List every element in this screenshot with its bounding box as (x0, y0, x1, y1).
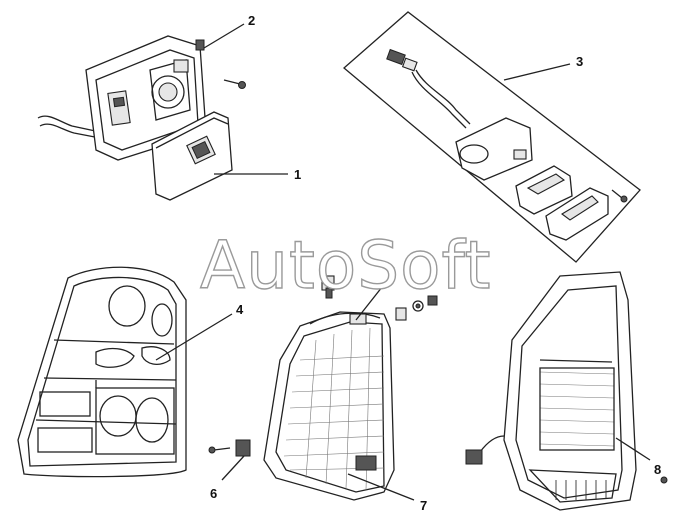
screw-icon (223, 79, 246, 89)
leader-7 (347, 473, 415, 501)
watermark: AutoSoft (200, 227, 491, 304)
wire-lead (37, 115, 101, 133)
callout-1: 1 (294, 167, 301, 182)
leader-4 (155, 313, 233, 361)
leader-2 (203, 23, 245, 49)
leader-5 (355, 281, 387, 321)
kit-frame (343, 11, 641, 263)
callout-labels: 1 2 3 4 5 6 7 8 (210, 13, 661, 513)
callout-5: 5 (388, 264, 395, 279)
clip-2 (195, 39, 205, 51)
part-lamp-housing (37, 35, 246, 201)
callout-6: 6 (210, 486, 217, 501)
connector-icon (465, 435, 505, 465)
part-fasteners (208, 275, 438, 457)
connector-icon (386, 48, 418, 72)
part-tail-lamp-assembly (263, 311, 395, 501)
part-tail-lamp-lens-right (465, 271, 668, 511)
callout-3: 3 (576, 54, 583, 69)
switch-block (107, 90, 131, 126)
callout-7: 7 (420, 498, 427, 513)
leader-6 (221, 455, 245, 481)
screw-icon (660, 476, 668, 484)
part-tail-lamp-lens-left (17, 266, 187, 478)
part-license-lamp-kit (343, 11, 641, 263)
callout-4: 4 (236, 302, 244, 317)
callout-2: 2 (248, 13, 255, 28)
screw-icon (208, 446, 231, 454)
leader-3 (503, 63, 571, 81)
clip-6 (235, 439, 251, 457)
leader-8 (615, 437, 651, 461)
right-lens-grid (539, 371, 615, 447)
screw-icon (611, 189, 628, 203)
callout-8: 8 (654, 462, 661, 477)
leader-lines (155, 23, 651, 501)
